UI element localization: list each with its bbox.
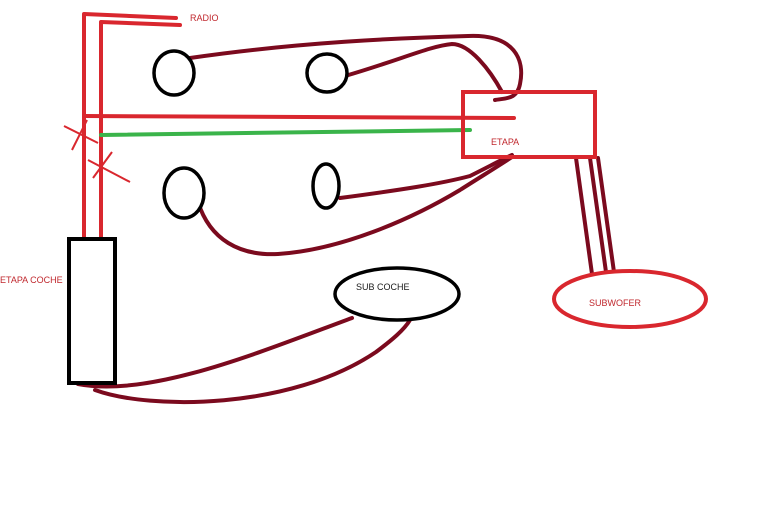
cut-mark-2 [87,151,131,183]
speaker-wires [188,33,524,257]
label-radio: RADIO [190,13,219,23]
cut-mark-1 [63,119,99,151]
speaker-bottom-left [162,166,206,220]
speaker-bottom-right [311,162,341,210]
power-wire-to-etapa [82,114,516,120]
sub-coche-ellipse [333,266,461,322]
wire-sub-coche-a [76,316,354,389]
wire-speaker-bottom-right [338,153,514,200]
wire-sub-coche-b [93,318,412,405]
etapa-coche-box [67,237,117,385]
subwofer-ellipse [552,269,708,329]
radio-wire-left [82,12,178,242]
wire-speaker-top-right [343,41,504,94]
label-etapa: ETAPA [491,137,519,147]
speaker-top-right [305,52,349,94]
label-etapa-coche: ETAPA COCHE [0,275,63,285]
radio-wires [82,12,182,242]
speaker-top-left [152,49,196,97]
etapa-box [461,90,597,159]
remote-wire-green [99,128,472,137]
label-sub-coche: SUB COCHE [356,282,410,292]
sub-coche-wires [76,316,412,405]
label-subwofer: SUBWOFER [589,298,642,308]
radio-wire-right [99,20,182,242]
wire-speaker-bottom-left [196,155,514,257]
subwoofer-wires [574,156,616,276]
